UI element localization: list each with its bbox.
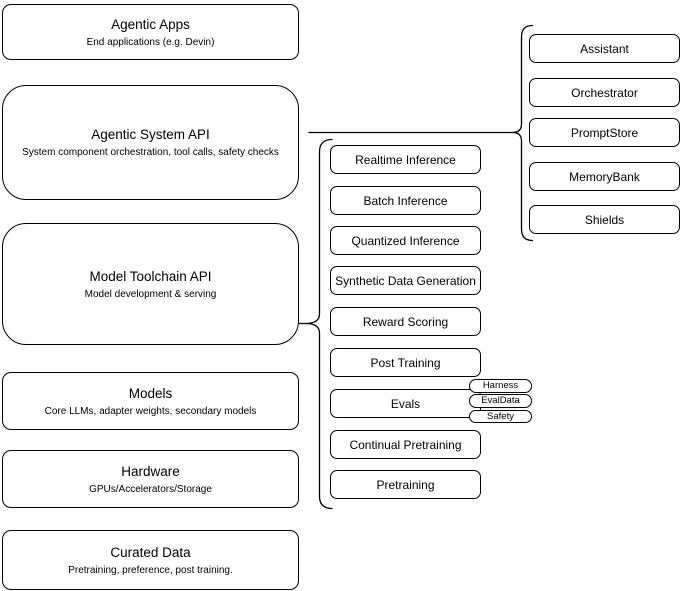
toolchain-item-synthetic-data-generation: Synthetic Data Generation	[330, 266, 481, 295]
toolchain-item-post-training: Post Training	[330, 348, 481, 377]
box-title: Curated Data	[110, 544, 191, 560]
agentic-system-api-box: Agentic System API System component orch…	[2, 85, 299, 200]
box-label: Shields	[584, 212, 625, 227]
tag-label: EvalData	[481, 395, 520, 407]
curated-data-box: Curated Data Pretraining, preference, po…	[2, 530, 299, 590]
box-label: Orchestrator	[571, 85, 638, 100]
box-subtitle: System component orchestration, tool cal…	[22, 147, 279, 158]
box-title: Agentic Apps	[111, 16, 190, 32]
box-label: Batch Inference	[363, 193, 448, 208]
box-label: Evals	[390, 396, 421, 411]
agentic-apps-box: Agentic Apps End applications (e.g. Devi…	[2, 4, 299, 60]
box-title: Hardware	[121, 463, 180, 479]
box-title: Models	[128, 385, 173, 401]
box-label: PromptStore	[570, 125, 639, 140]
box-title: Model Toolchain API	[89, 268, 212, 284]
hardware-box: Hardware GPUs/Accelerators/Storage	[2, 450, 299, 508]
component-orchestrator: Orchestrator	[529, 78, 680, 107]
box-label: Pretraining	[376, 477, 435, 492]
models-box: Models Core LLMs, adapter weights, secon…	[2, 372, 299, 430]
component-memorybank: MemoryBank	[529, 162, 680, 191]
component-assistant: Assistant	[529, 34, 680, 63]
toolchain-item-quantized-inference: Quantized Inference	[330, 226, 481, 255]
toolchain-item-continual-pretraining: Continual Pretraining	[330, 430, 481, 459]
toolchain-item-batch-inference: Batch Inference	[330, 186, 481, 215]
toolchain-item-reward-scoring: Reward Scoring	[330, 307, 481, 336]
box-subtitle: GPUs/Accelerators/Storage	[89, 483, 212, 495]
toolchain-group-bracket	[305, 138, 333, 510]
component-promptstore: PromptStore	[529, 118, 680, 147]
toolchain-item-pretraining: Pretraining	[330, 470, 481, 499]
box-label: Continual Pretraining	[349, 437, 462, 452]
eval-tag-safety: Safety	[469, 409, 532, 423]
box-subtitle: Core LLMs, adapter weights, secondary mo…	[44, 405, 257, 417]
box-subtitle: Pretraining, preference, post training.	[68, 564, 233, 576]
box-subtitle: End applications (e.g. Devin)	[86, 36, 215, 48]
box-label: Realtime Inference	[355, 152, 456, 167]
eval-tag-evaldata: EvalData	[469, 394, 532, 408]
box-label: Reward Scoring	[362, 314, 449, 329]
box-subtitle: Model development & serving	[84, 288, 217, 300]
tag-label: Safety	[487, 410, 514, 422]
toolchain-item-evals: Evals	[330, 389, 481, 418]
box-title: Agentic System API	[91, 127, 210, 142]
component-shields: Shields	[529, 205, 680, 234]
box-label: Assistant	[580, 41, 629, 56]
box-label: Synthetic Data Generation	[335, 273, 476, 288]
tag-label: Harness	[482, 380, 519, 392]
box-label: MemoryBank	[569, 169, 640, 184]
box-label: Quantized Inference	[351, 233, 460, 248]
toolchain-item-realtime-inference: Realtime Inference	[330, 145, 481, 174]
box-label: Post Training	[370, 355, 441, 370]
model-toolchain-api-box: Model Toolchain API Model development & …	[2, 223, 299, 345]
eval-tag-harness: Harness	[469, 379, 532, 393]
